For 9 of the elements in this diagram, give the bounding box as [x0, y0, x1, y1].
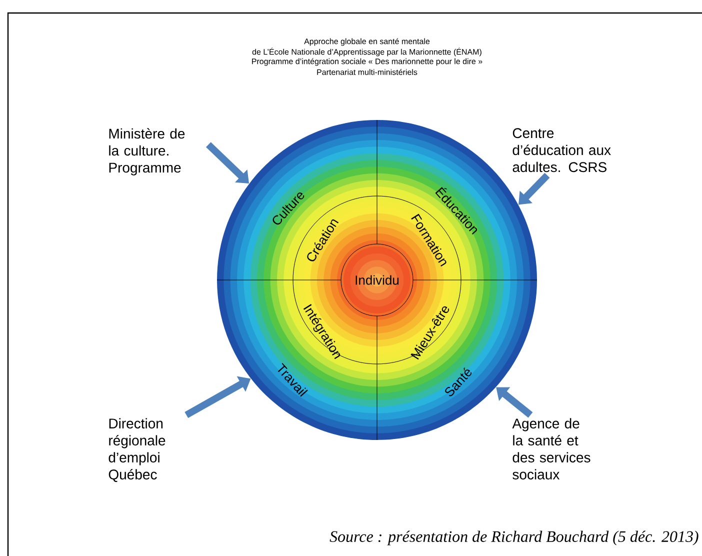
organization-text: Direction régionale d’emploi Québec [108, 418, 166, 482]
subtitle-line: Partenariat multi-ministériels [317, 69, 418, 75]
title: Approche globale en santé mentale [304, 38, 430, 46]
block-arrow [496, 387, 533, 418]
block-arrow [518, 172, 550, 205]
subtitle-line: Programme d’intégration sociale « Des marionnette pour le dire » [252, 58, 482, 66]
subtitle-line: de L’École Nationale d’Apprentissage par la Marionnette (ÉNAM) [252, 48, 482, 56]
organization-text: Ministère de la culture. Programme [109, 128, 185, 176]
caption: Source : présentation de Richard Bouchard (5 déc. 2013) [330, 530, 698, 546]
